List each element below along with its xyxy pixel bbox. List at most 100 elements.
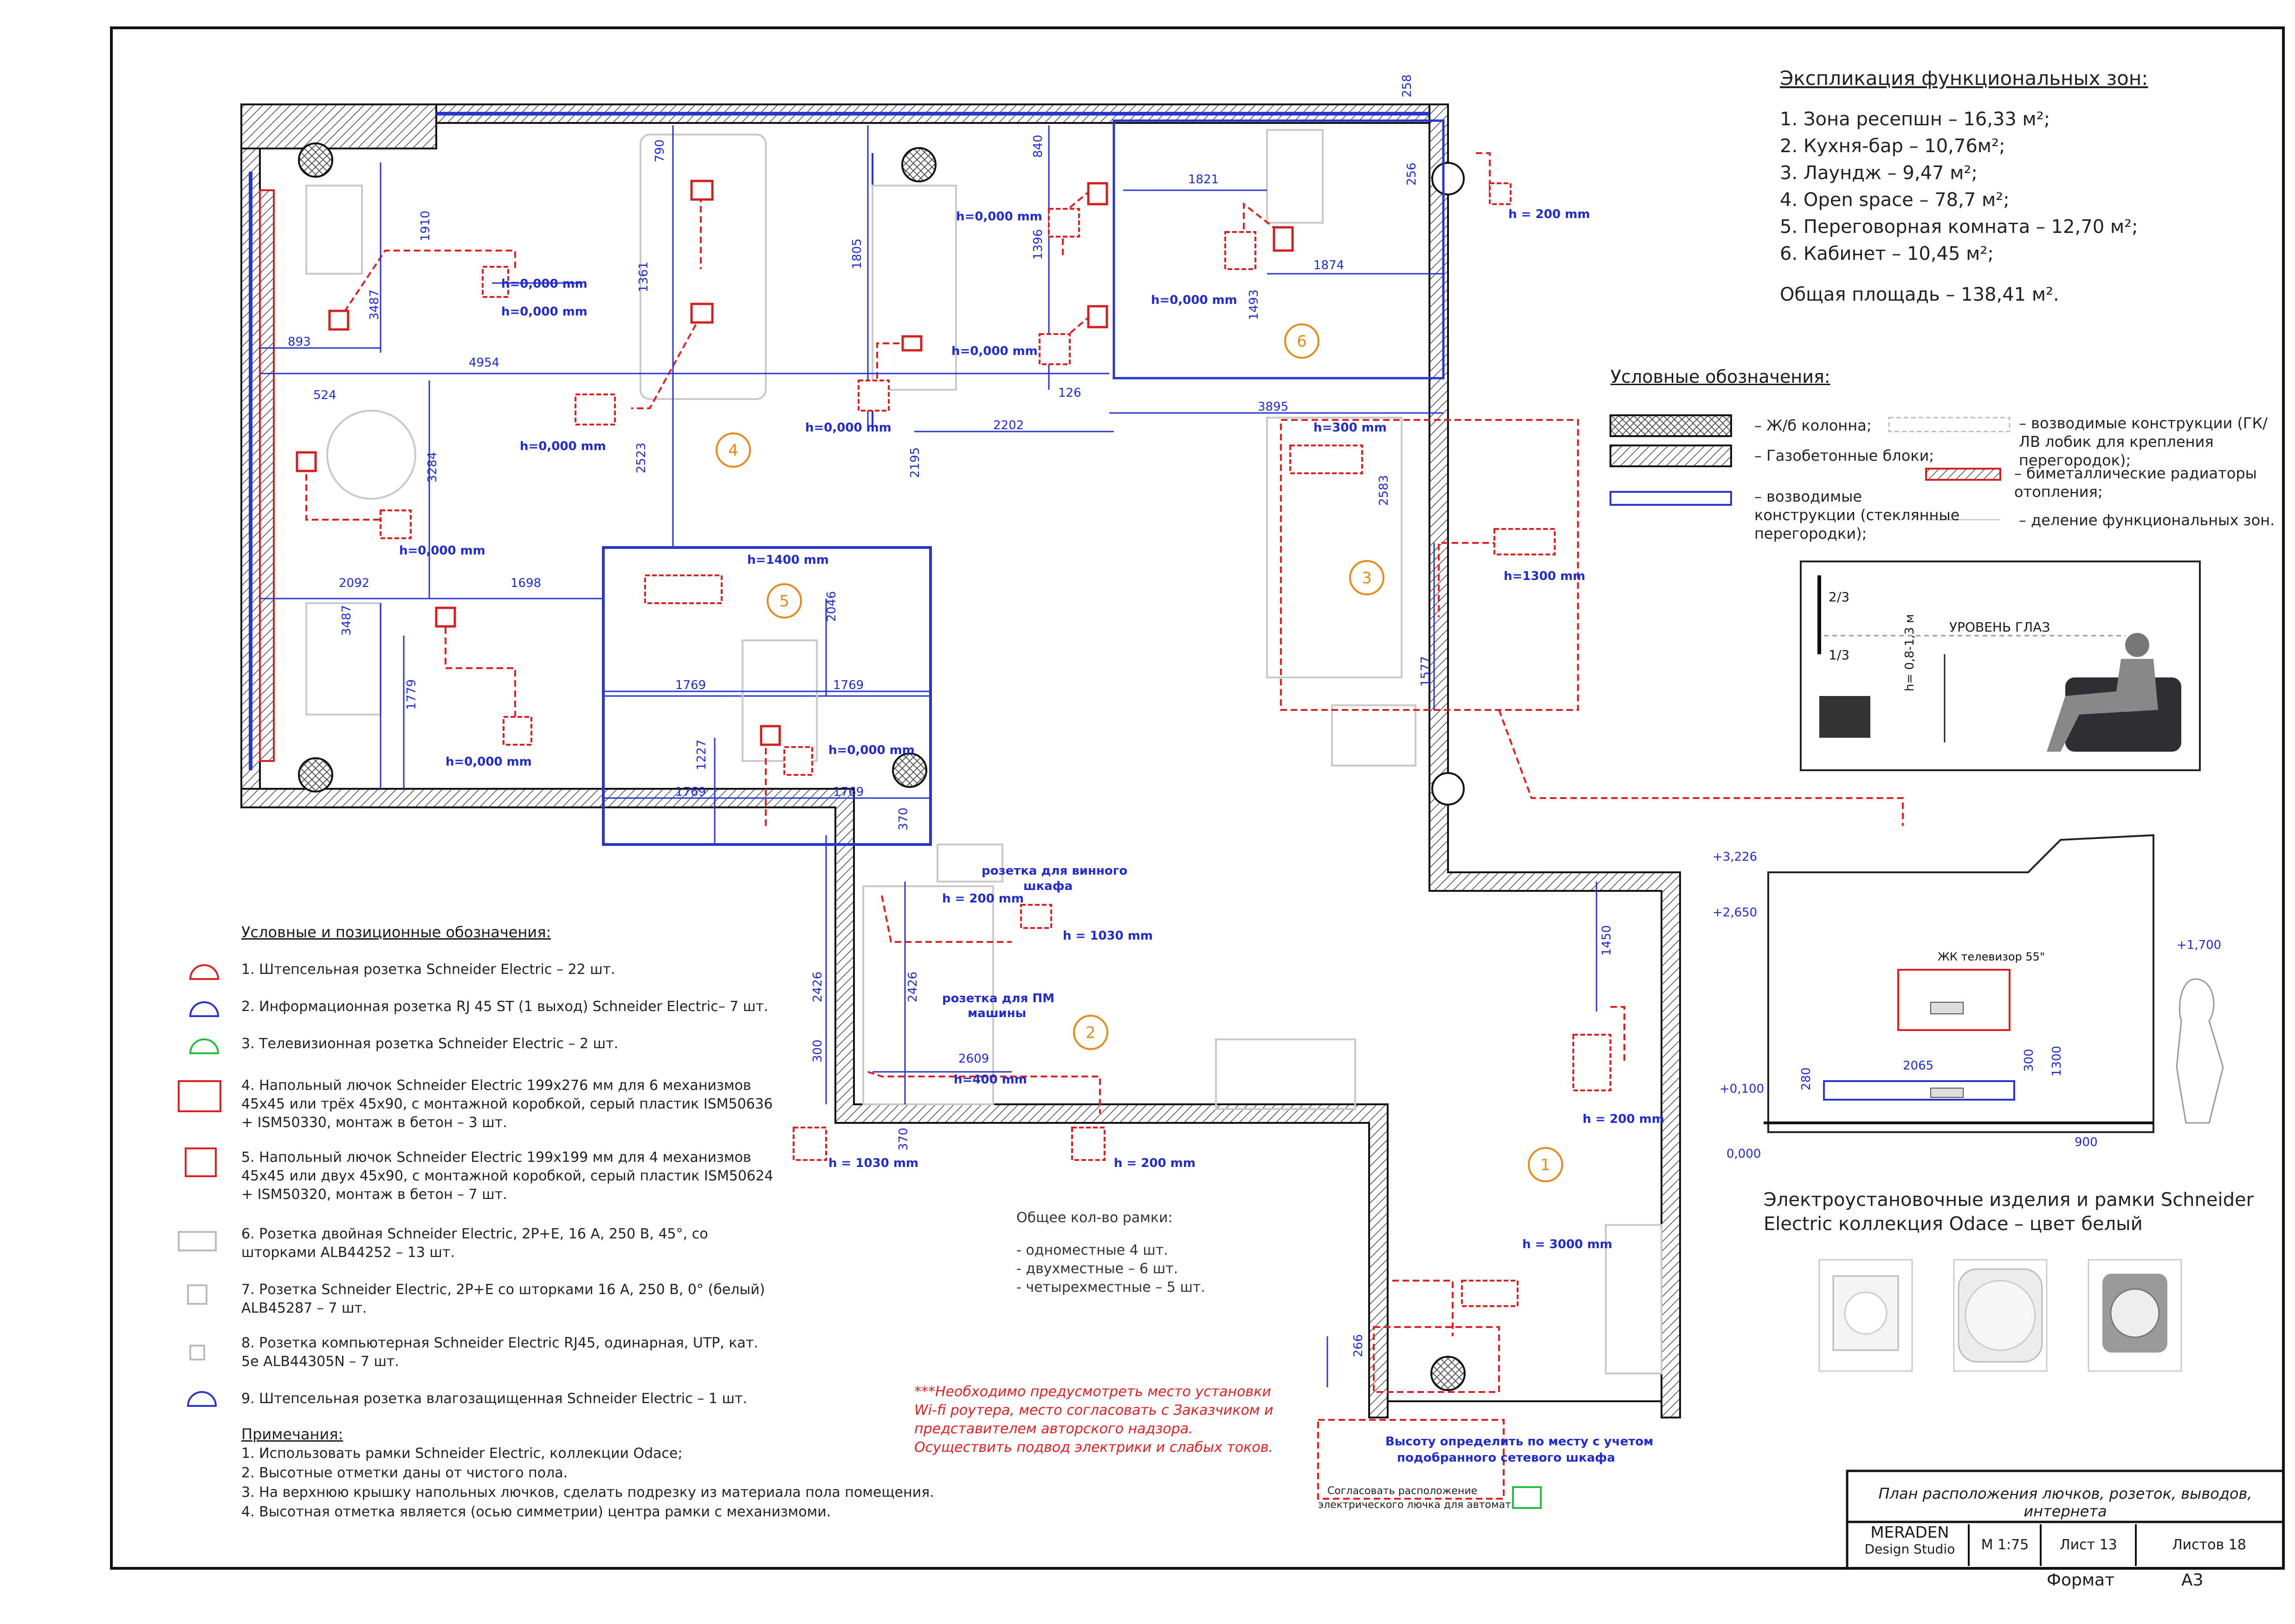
- svg-text:370: 370: [897, 1128, 911, 1151]
- legend-swatches: [1610, 414, 2011, 521]
- svg-text:524: 524: [313, 388, 336, 402]
- tv-label: ЖК телевизор 55": [1938, 950, 2045, 963]
- svg-text:2195: 2195: [908, 447, 922, 478]
- svg-text:3487: 3487: [340, 605, 354, 636]
- svg-text:2609: 2609: [958, 1052, 989, 1066]
- svg-text:1769: 1769: [833, 678, 864, 692]
- svg-text:h = 200 mm: h = 200 mm: [1114, 1156, 1196, 1170]
- svg-text:1910: 1910: [419, 211, 433, 241]
- svg-text:893: 893: [288, 335, 311, 349]
- frames-count: Общее кол-во рамки: - одноместные 4 шт. …: [1016, 1209, 1205, 1297]
- legend-drywall: – возводимые конструкции (ГК/ЛВ лобик дл…: [2019, 414, 2268, 469]
- cable-runs: [305, 152, 1904, 1336]
- odace-caption: Электроустановочные изделия и рамки Schn…: [1764, 1188, 2254, 1236]
- sockets: [296, 180, 1611, 1307]
- svg-text:256: 256: [1405, 162, 1419, 186]
- sheet-number: Лист 13: [2042, 1524, 2137, 1566]
- svg-text:h = 200 mm: h = 200 mm: [1583, 1112, 1664, 1126]
- two-thirds-label: 2/3: [1829, 589, 1850, 605]
- svg-text:0,000: 0,000: [1726, 1147, 1761, 1161]
- svg-text:+3,226: +3,226: [1713, 850, 1757, 864]
- title-block-frame: [1846, 1469, 2285, 1570]
- svg-text:2046: 2046: [825, 591, 839, 622]
- position-legend: Условные и позиционные обозначения:: [241, 923, 798, 941]
- svg-text:h=0,000 mm: h=0,000 mm: [399, 544, 485, 558]
- svg-text:h = 200 mm: h = 200 mm: [1508, 207, 1590, 221]
- studio-subtitle: Design Studio: [1864, 1541, 1955, 1557]
- automation-panel-icon: [1512, 1486, 1542, 1509]
- svg-text:h=1400 mm: h=1400 mm: [747, 553, 829, 567]
- zone-2: 2. Кухня-бар – 10,76м²;: [1780, 135, 2005, 157]
- zone-4: 4. Open space – 78,7 м²;: [1780, 189, 2010, 211]
- eye-level-diagram: [1800, 561, 2201, 771]
- svg-text:300: 300: [2022, 1049, 2036, 1072]
- dimension-lines: [260, 125, 1597, 1387]
- studio-name: MERADEN: [1870, 1523, 1949, 1542]
- notes: Примечания: 1. Использовать рамки Schnei…: [241, 1424, 937, 1522]
- svg-text:3284: 3284: [426, 452, 440, 483]
- svg-text:2092: 2092: [339, 576, 369, 590]
- svg-text:h = 1030 mm: h = 1030 mm: [828, 1156, 918, 1170]
- position-5: 5. Напольный лючок Schneider Electric 19…: [241, 1149, 774, 1203]
- svg-text:266: 266: [1351, 1334, 1365, 1357]
- odace-caption-line1: Электроустановочные изделия и рамки Schn…: [1764, 1189, 2254, 1211]
- svg-text:1769: 1769: [833, 785, 864, 799]
- radiators: [259, 189, 275, 762]
- one-third-label: 1/3: [1829, 647, 1850, 663]
- svg-text:6: 6: [1297, 332, 1307, 351]
- svg-text:Высоту определить по месту с у: Высоту определить по месту с учетом: [1385, 1435, 1654, 1449]
- svg-text:h=0,000 mm: h=0,000 mm: [956, 210, 1042, 224]
- notes-title: Примечания:: [241, 1425, 343, 1443]
- svg-text:300: 300: [811, 1039, 825, 1063]
- svg-text:h=0,000 mm: h=0,000 mm: [1151, 293, 1237, 307]
- frames-quad: - четырехместные – 5 шт.: [1016, 1279, 1205, 1295]
- svg-text:h=300 mm: h=300 mm: [1313, 421, 1387, 435]
- drawing-title: План расположения лючков, розеток, вывод…: [1878, 1485, 2252, 1520]
- total-area: Общая площадь – 138,41 м².: [1780, 284, 2059, 305]
- svg-text:h=0,000 mm: h=0,000 mm: [951, 344, 1038, 358]
- sheet-total: Листов 18: [2172, 1537, 2246, 1553]
- svg-text:1396: 1396: [1031, 229, 1045, 260]
- svg-text:1227: 1227: [695, 740, 709, 770]
- panel-label: Согласовать расположение электрического …: [1318, 1485, 1531, 1511]
- svg-text:h = 200 mm: h = 200 mm: [942, 892, 1024, 906]
- svg-text:h=0,000 mm: h=0,000 mm: [805, 421, 892, 435]
- svg-text:Согласовать расположение: Согласовать расположение: [1327, 1485, 1477, 1497]
- height-annotations: h=0,000 mm h=0,000 mm h=0,000 mm h=0,000…: [399, 207, 1664, 1251]
- svg-text:h = 3000 mm: h = 3000 mm: [1522, 1237, 1612, 1251]
- legend-glass: – возводимые конструкции (стеклянные пер…: [1754, 488, 1960, 542]
- legend-title: Условные обозначения:: [1610, 367, 1830, 387]
- svg-text:1805: 1805: [850, 238, 864, 269]
- svg-text:h=400 mm: h=400 mm: [954, 1073, 1027, 1087]
- legend-aerated-blocks: – Газобетонные блоки;: [1754, 447, 1934, 464]
- explication: Экспликация функциональных зон: 1. Зона …: [1780, 65, 2148, 308]
- svg-text:шкафа: шкафа: [1023, 879, 1073, 893]
- svg-text:1779: 1779: [405, 679, 419, 710]
- position-9: 9. Штепсельная розетка влагозащищенная S…: [241, 1391, 747, 1407]
- wall-elevation: [1764, 834, 2224, 1133]
- svg-text:1493: 1493: [1247, 290, 1261, 320]
- legend-zone-division: – деление функциональных зон.: [2019, 511, 2275, 529]
- svg-text:1450: 1450: [1600, 925, 1614, 956]
- svg-text:машины: машины: [968, 1006, 1026, 1020]
- svg-text:+0,100: +0,100: [1720, 1082, 1764, 1096]
- explication-title: Экспликация функциональных зон:: [1780, 67, 2148, 90]
- svg-text:подобранного сетевого шкафа: подобранного сетевого шкафа: [1397, 1451, 1615, 1465]
- legend-column: – Ж/б колонна;: [1754, 417, 1872, 434]
- zone-1: 1. Зона ресепшн – 16,33 м²;: [1780, 109, 2050, 130]
- position-3: 3. Телевизионная розетка Schneider Elect…: [241, 1036, 619, 1052]
- note-1: 1. Использовать рамки Schneider Electric…: [241, 1445, 683, 1462]
- svg-text:розетка для ПМ: розетка для ПМ: [942, 992, 1054, 1005]
- svg-text:258: 258: [1400, 74, 1414, 97]
- scale: М 1:75: [1970, 1524, 2042, 1566]
- svg-text:2426: 2426: [811, 972, 825, 1002]
- plan-labels: розетка для винного шкафа розетка для ПМ…: [942, 864, 1654, 1465]
- sheet-frame: [110, 26, 2285, 1570]
- note-2: 2. Высотные отметки даны от чистого пола…: [241, 1465, 568, 1481]
- svg-text:1874: 1874: [1313, 258, 1344, 272]
- zone-numbers: 4 5 6 3 2 1: [716, 323, 1563, 1182]
- svg-text:2426: 2426: [906, 972, 920, 1002]
- outer-walls: [240, 103, 1681, 1418]
- svg-text:1821: 1821: [1188, 173, 1219, 187]
